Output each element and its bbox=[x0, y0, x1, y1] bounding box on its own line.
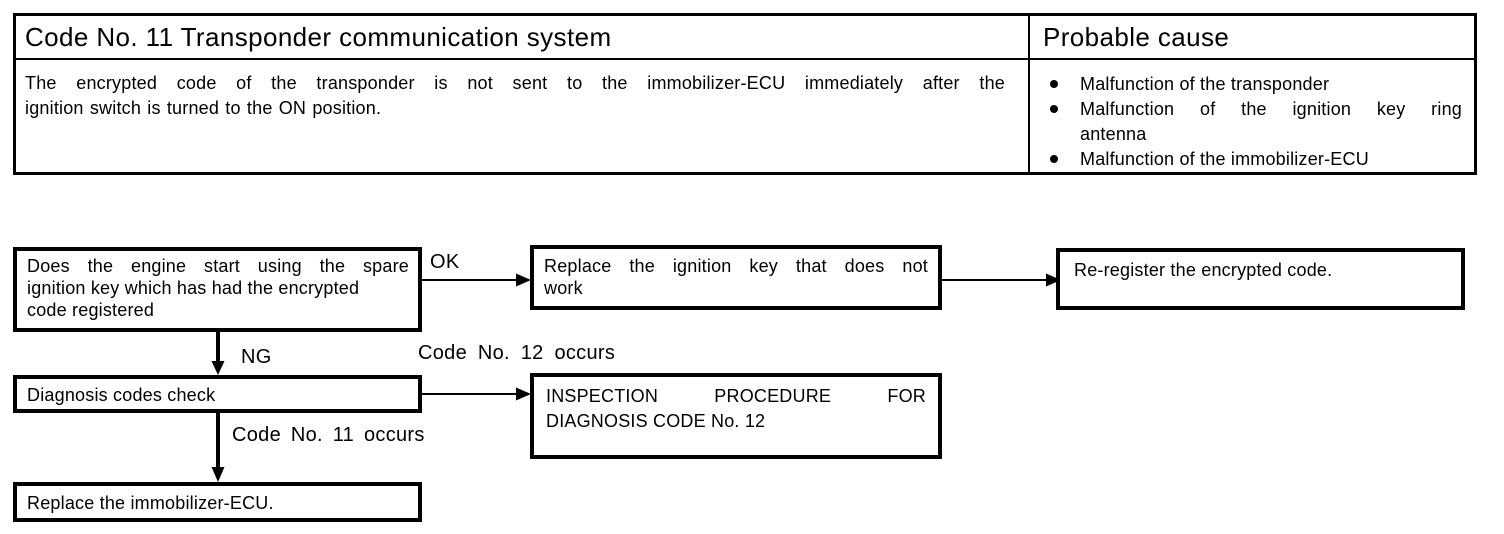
flow-box-line: DIAGNOSIS CODE No. 12 bbox=[546, 411, 766, 431]
flow-box-reregister-code: Re-register the encrypted code. bbox=[1056, 248, 1465, 310]
flow-box-line: code registered bbox=[27, 300, 155, 320]
flow-box-engine-start-question: Does the engine start using the spare ig… bbox=[13, 247, 422, 332]
diagnostic-code-table: Code No. 11 Transponder communication sy… bbox=[13, 13, 1477, 175]
flow-box-inspection-procedure-code-12: INSPECTION PROCEDURE FOR DIAGNOSIS CODE … bbox=[530, 373, 942, 459]
flow-box-line: ignition key which has had the encrypted bbox=[27, 278, 360, 298]
flow-box-line: work bbox=[544, 278, 583, 298]
ok-arrowhead-icon bbox=[516, 273, 531, 287]
cause-text-line-1: Malfunction of the ignition key ring bbox=[1080, 99, 1462, 119]
bullet-icon bbox=[1050, 155, 1058, 163]
code-title-header: Code No. 11 Transponder communication sy… bbox=[16, 16, 1030, 58]
code-description: The encrypted code of the transponder is… bbox=[16, 60, 1028, 121]
code11-arrowhead-icon bbox=[211, 467, 225, 482]
table-body-row: The encrypted code of the transponder is… bbox=[16, 60, 1474, 172]
flow-box-replace-immobilizer-ecu: Replace the immobilizer-ECU. bbox=[13, 482, 422, 522]
flow-box-diagnosis-codes-check: Diagnosis codes check bbox=[13, 375, 422, 413]
probable-cause-header: Probable cause bbox=[1043, 22, 1230, 52]
list-item: Malfunction of the ignition key ring ant… bbox=[1050, 97, 1474, 147]
ng-arrowhead-icon bbox=[211, 361, 225, 375]
label-ng: NG bbox=[241, 346, 272, 368]
label-ok: OK bbox=[430, 251, 460, 273]
list-item: Malfunction of the immobilizer-ECU bbox=[1050, 147, 1474, 172]
flow-box-line: Re-register the encrypted code. bbox=[1074, 260, 1333, 280]
code-description-line-1: The encrypted code of the transponder is… bbox=[25, 73, 1005, 93]
code12-arrowhead-icon bbox=[516, 387, 531, 401]
probable-cause-list: Malfunction of the transponder Malfuncti… bbox=[1030, 60, 1474, 172]
code-description-line-2: ignition switch is turned to the ON posi… bbox=[25, 98, 382, 118]
bullet-icon bbox=[1050, 80, 1058, 88]
flow-box-line: INSPECTION PROCEDURE FOR bbox=[546, 386, 926, 406]
label-code-12-occurs: Code No. 12 occurs bbox=[418, 342, 616, 364]
flow-box-replace-ignition-key: Replace the ignition key that does not w… bbox=[530, 245, 942, 310]
list-item: Malfunction of the transponder bbox=[1050, 72, 1474, 97]
flow-box-line: Replace the ignition key that does not bbox=[544, 256, 928, 276]
cause-text: Malfunction of the immobilizer-ECU bbox=[1080, 149, 1369, 169]
flow-box-line: Diagnosis codes check bbox=[27, 385, 216, 405]
bullet-icon bbox=[1050, 105, 1058, 113]
cause-text-line-2: antenna bbox=[1080, 124, 1147, 144]
flow-box-line: Replace the immobilizer-ECU. bbox=[27, 493, 274, 513]
flow-box-line: Does the engine start using the spare bbox=[27, 256, 409, 276]
cause-text: Malfunction of the ignition key ring ant… bbox=[1080, 97, 1462, 147]
cause-text: Malfunction of the transponder bbox=[1080, 74, 1330, 94]
label-code-11-occurs: Code No. 11 occurs bbox=[232, 424, 425, 446]
table-header-row: Code No. 11 Transponder communication sy… bbox=[16, 16, 1474, 60]
